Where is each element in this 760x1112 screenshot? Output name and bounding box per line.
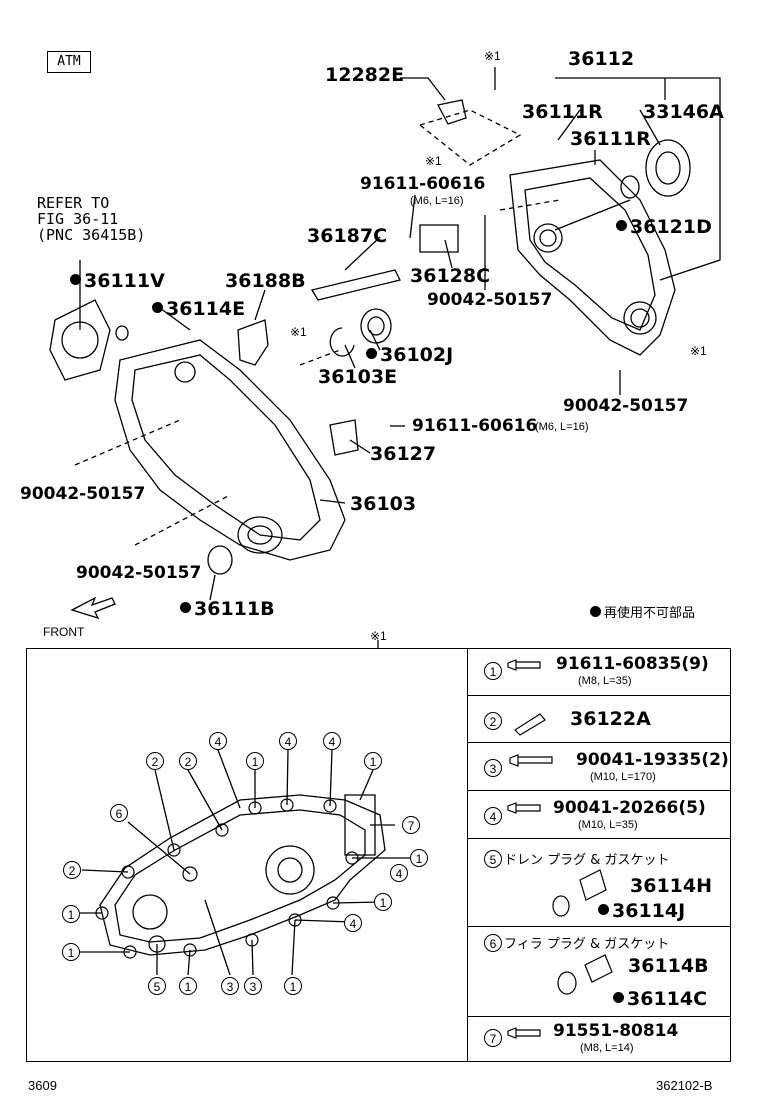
label-36111r-b: 36111R — [570, 128, 651, 150]
non-reusable-dot — [366, 348, 377, 359]
legend-spec: (M10, L=170) — [590, 771, 656, 783]
callout: 4 — [209, 732, 227, 750]
label-91611-mid-spec: (M6, L=16) — [535, 421, 589, 433]
atm-badge: ATM — [47, 51, 91, 73]
note-mark-right: ※1 — [690, 344, 707, 358]
non-reusable-dot — [70, 274, 81, 285]
callout: 1 — [179, 977, 197, 995]
label-36114e: 36114E — [152, 300, 245, 319]
legend-num: 2 — [484, 712, 502, 730]
callout: 1 — [62, 943, 80, 961]
callout: 4 — [323, 732, 341, 750]
label-36111b: 36111B — [180, 600, 275, 619]
legend-part: 91611-60835(9) — [556, 654, 709, 674]
non-reusable-dot — [590, 606, 601, 617]
legend-part: 36122A — [570, 708, 651, 730]
legend-part: 36114H — [630, 875, 713, 897]
legend-num: 5 — [484, 850, 502, 868]
legend-num: 6 — [484, 934, 502, 952]
legend-part: 36114B — [628, 955, 709, 977]
legend-row-3: 3 90041-19335(2) (M10, L=170) — [467, 742, 731, 790]
label-90042-d: 90042-50157 — [76, 563, 202, 583]
label-90042-c: 90042-50157 — [20, 484, 146, 504]
legend-title: フィラ プラグ & ガスケット — [504, 937, 670, 952]
legend-row-7: 7 91551-80814 (M8, L=14) — [467, 1016, 731, 1062]
legend-part: 36114J — [598, 902, 685, 921]
label-36112: 36112 — [568, 48, 635, 70]
legend-num: 7 — [484, 1029, 502, 1047]
callout: 1 — [284, 977, 302, 995]
non-reusable-dot — [598, 904, 609, 915]
label-90042-a: 90042-50157 — [427, 290, 553, 310]
label-12282e: 12282E — [325, 64, 405, 86]
callout: 1 — [410, 849, 428, 867]
callout: 7 — [402, 816, 420, 834]
label-36111r-a: 36111R — [522, 101, 603, 123]
legend-row-2: 2 36122A — [467, 695, 731, 742]
non-reusable-dot — [613, 992, 624, 1003]
legend-num: 1 — [484, 662, 502, 680]
callout: 6 — [110, 804, 128, 822]
callout: 1 — [374, 893, 392, 911]
note-mark-top: ※1 — [484, 49, 501, 63]
non-reusable-dot — [616, 220, 627, 231]
callout: 4 — [279, 732, 297, 750]
bolt-location-panel — [26, 648, 731, 1062]
callout: 3 — [244, 977, 262, 995]
callout: 2 — [146, 752, 164, 770]
label-33146a: 33146A — [643, 101, 724, 123]
callout: 3 — [221, 977, 239, 995]
legend-part: 90041-20266(5) — [553, 798, 706, 818]
legend-num: 4 — [484, 807, 502, 825]
callout: 2 — [63, 861, 81, 879]
label-36121d: 36121D — [616, 218, 712, 237]
legend-spec: (M10, L=35) — [578, 819, 638, 831]
legend-title: ドレン プラグ & ガスケット — [504, 853, 670, 868]
label-36102j: 36102J — [366, 346, 453, 365]
non-reusable-dot — [180, 602, 191, 613]
legend-row-5: 5 ドレン プラグ & ガスケット 36114H 36114J — [467, 838, 731, 926]
label-90042-b: 90042-50157 — [563, 396, 689, 416]
footer-page: 3609 — [28, 1078, 57, 1093]
callout: 1 — [246, 752, 264, 770]
label-91611-top-spec: (M6, L=16) — [410, 195, 464, 207]
non-reusable-dot — [152, 302, 163, 313]
legend-part: 91551-80814 — [553, 1021, 679, 1041]
label-36103: 36103 — [350, 493, 417, 515]
legend-spec: (M8, L=35) — [578, 675, 632, 687]
legend-row-6: 6 フィラ プラグ & ガスケット 36114B 36114C — [467, 926, 731, 1016]
note-mark-mid: ※1 — [425, 154, 442, 168]
legend-row-1: 1 91611-60835(9) (M8, L=35) — [467, 648, 731, 695]
callout: 1 — [364, 752, 382, 770]
legend-part: 90041-19335(2) — [576, 750, 729, 770]
callout: 4 — [344, 914, 362, 932]
legend-part: 36114C — [613, 990, 707, 1009]
label-91611-top: 91611-60616 — [360, 174, 486, 194]
callout: 4 — [390, 864, 408, 882]
footer-figure-id: 362102-B — [656, 1078, 713, 1093]
front-label: FRONT — [43, 625, 85, 639]
callout: 5 — [148, 977, 166, 995]
callout: 1 — [62, 905, 80, 923]
label-36103e: 36103E — [318, 366, 398, 388]
note-mark-panel: ※1 — [370, 629, 387, 643]
label-91611-mid: 91611-60616 — [412, 416, 538, 436]
label-36188b: 36188B — [225, 270, 306, 292]
label-36127: 36127 — [370, 443, 437, 465]
label-36187c: 36187C — [307, 225, 388, 247]
legend-num: 3 — [484, 759, 502, 777]
legend-spec: (M8, L=14) — [580, 1042, 634, 1054]
legend-row-4: 4 90041-20266(5) (M10, L=35) — [467, 790, 731, 838]
note-mark-left: ※1 — [290, 325, 307, 339]
label-36111v: 36111V — [70, 272, 165, 291]
legend-note: 再使用不可部品 — [590, 602, 695, 621]
label-36128c: 36128C — [410, 265, 491, 287]
callout: 2 — [179, 752, 197, 770]
